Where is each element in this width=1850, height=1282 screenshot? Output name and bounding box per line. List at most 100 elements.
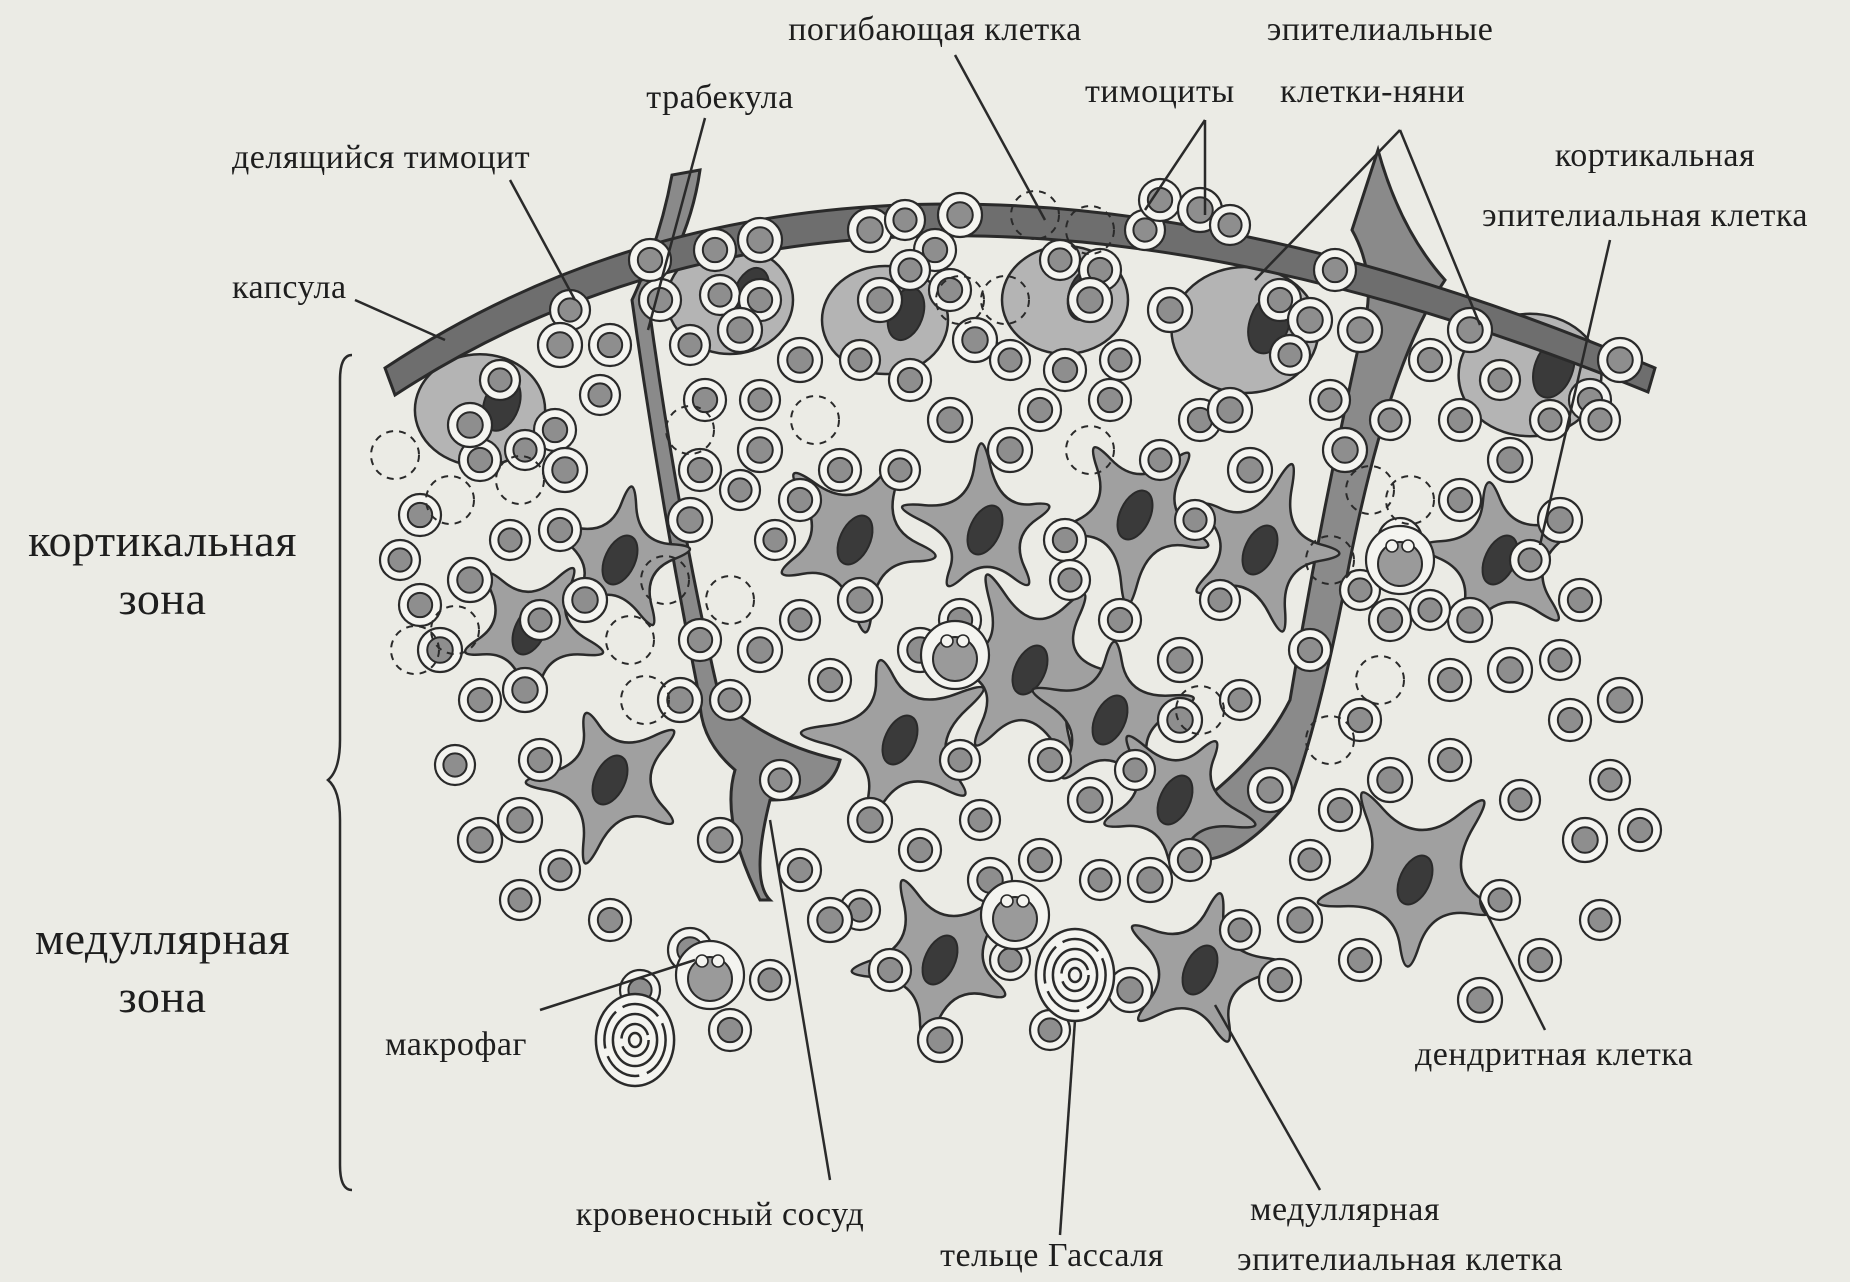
label-blood-vessel: кровеносный сосуд: [576, 1195, 865, 1235]
leader-medullary-epithelial: [1215, 1005, 1320, 1190]
thymocyte-101-nucleus: [1438, 668, 1462, 692]
macrophage-4-body: [1378, 542, 1422, 586]
thymocyte-165-nucleus: [1467, 987, 1493, 1013]
thymocyte-5-nucleus: [543, 418, 567, 442]
thymocyte-86-nucleus: [1448, 408, 1472, 432]
thymocyte-138-nucleus: [1167, 707, 1193, 733]
thymocyte-88-nucleus: [1538, 408, 1561, 431]
thymocyte-115-nucleus: [1228, 918, 1251, 941]
thymocyte-97-nucleus: [1418, 598, 1441, 621]
thymocyte-95-nucleus: [1568, 588, 1592, 612]
macrophage-3-vacuole-b: [1017, 895, 1029, 907]
thymocyte-169-nucleus: [388, 548, 411, 571]
thymocyte-13-nucleus: [498, 528, 521, 551]
thymocyte-4-nucleus: [588, 383, 611, 406]
thymocyte-23-nucleus: [598, 908, 622, 932]
degenerating-cell-21: [706, 576, 754, 624]
thymocyte-50-nucleus: [898, 368, 922, 392]
thymocyte-22-nucleus: [548, 858, 571, 881]
thymocyte-12-nucleus: [457, 567, 483, 593]
thymocyte-29-nucleus: [748, 288, 772, 312]
thymocyte-49-nucleus: [848, 348, 871, 371]
thymocyte-31-nucleus: [678, 333, 701, 356]
thymocyte-39-nucleus: [677, 507, 703, 533]
thymocyte-122-nucleus: [908, 838, 932, 862]
thymocyte-107-nucleus: [1628, 818, 1652, 842]
thymocyte-150-nucleus: [1077, 787, 1103, 813]
thymocyte-64-nucleus: [1133, 218, 1156, 241]
thymocyte-20-nucleus: [528, 748, 552, 772]
thymocyte-162-nucleus: [1377, 767, 1403, 793]
thymocyte-47-nucleus: [938, 278, 962, 302]
thymocyte-7-nucleus: [513, 438, 536, 461]
thymocyte-77-nucleus: [1098, 388, 1122, 412]
thymocyte-100-nucleus: [1348, 578, 1371, 601]
thymocyte-151-nucleus: [1123, 758, 1146, 781]
thymocyte-144-nucleus: [747, 637, 773, 663]
thymocyte-55-nucleus: [888, 458, 911, 481]
thymocyte-164-nucleus: [1528, 948, 1552, 972]
thymocyte-19-nucleus: [443, 753, 466, 776]
thymocyte-26-nucleus: [703, 238, 727, 262]
thymocyte-76-nucleus: [1148, 448, 1171, 471]
zone-brace: [328, 355, 352, 1190]
leader-hassall-body: [1060, 1020, 1075, 1235]
label-hassall-body: тельце Гассаля: [940, 1236, 1164, 1276]
thymocyte-54-nucleus: [937, 407, 963, 433]
thymocyte-163-nucleus: [1488, 888, 1511, 911]
thymocyte-166-nucleus: [1588, 908, 1611, 931]
thymocyte-154-nucleus: [768, 768, 791, 791]
thymocyte-43-nucleus: [893, 208, 916, 231]
thymocyte-38-nucleus: [688, 458, 712, 482]
thymocyte-135-nucleus: [1167, 647, 1193, 673]
thymocyte-72-nucleus: [1347, 317, 1373, 343]
thymocyte-116-nucleus: [1268, 968, 1292, 992]
thymocyte-42-nucleus: [857, 217, 883, 243]
thymocyte-66-nucleus: [1187, 197, 1213, 223]
thymocyte-15-nucleus: [572, 587, 598, 613]
thymocyte-142-nucleus: [718, 688, 741, 711]
thymocyte-147-nucleus: [847, 587, 873, 613]
thymocyte-24-nucleus: [467, 827, 493, 853]
thymocyte-58-nucleus: [1048, 248, 1071, 271]
thymocyte-92-nucleus: [1448, 488, 1472, 512]
thymocyte-141-nucleus: [667, 687, 693, 713]
thymocyte-75-nucleus: [1217, 397, 1243, 423]
thymocyte-109-nucleus: [1508, 788, 1531, 811]
thymocyte-57-nucleus: [997, 437, 1023, 463]
label-thymocytes: тимоциты: [1085, 72, 1235, 112]
thymocyte-156-nucleus: [817, 907, 843, 933]
thymocyte-70-nucleus: [1278, 343, 1301, 366]
thymocyte-33-nucleus: [787, 347, 813, 373]
label-medullary-zone: медуллярная зона: [10, 910, 315, 1026]
thymocyte-61-nucleus: [1108, 348, 1131, 371]
thymocyte-45-nucleus: [947, 202, 973, 228]
thymocyte-140-nucleus: [1348, 708, 1372, 732]
thymocyte-62-nucleus: [1053, 358, 1077, 382]
macrophage-2-vacuole-b: [957, 635, 969, 647]
thymocyte-18-nucleus: [512, 677, 538, 703]
thymocyte-79-nucleus: [1183, 508, 1206, 531]
thymocyte-63-nucleus: [1157, 297, 1183, 323]
thymocyte-80-nucleus: [1053, 528, 1077, 552]
thymocyte-167-nucleus: [408, 593, 432, 617]
thymocyte-41-nucleus: [788, 488, 812, 512]
thymocyte-146-nucleus: [818, 668, 842, 692]
label-epithelial-nurse-cells-line2: клетки-няни: [1280, 72, 1465, 112]
label-capsule: капсула: [232, 268, 347, 308]
thymocyte-71-nucleus: [1323, 258, 1347, 282]
thymocyte-155-nucleus: [788, 858, 812, 882]
thymocyte-94-nucleus: [1518, 548, 1541, 571]
thymocyte-170-nucleus: [638, 248, 662, 272]
thymocyte-112-nucleus: [1298, 848, 1321, 871]
label-medullary-epithelial-cell-line1: медуллярная: [1250, 1190, 1440, 1230]
thymocyte-90-nucleus: [1607, 347, 1633, 373]
thymocyte-37-nucleus: [728, 478, 751, 501]
macrophage-2-vacuole-a: [941, 635, 953, 647]
hassall-body-2-ring-1: [1036, 929, 1114, 1021]
macrophage-4-vacuole-b: [1402, 540, 1414, 552]
thymocyte-157-nucleus: [758, 968, 781, 991]
label-medullary-zone-line1: медуллярная: [10, 910, 315, 968]
